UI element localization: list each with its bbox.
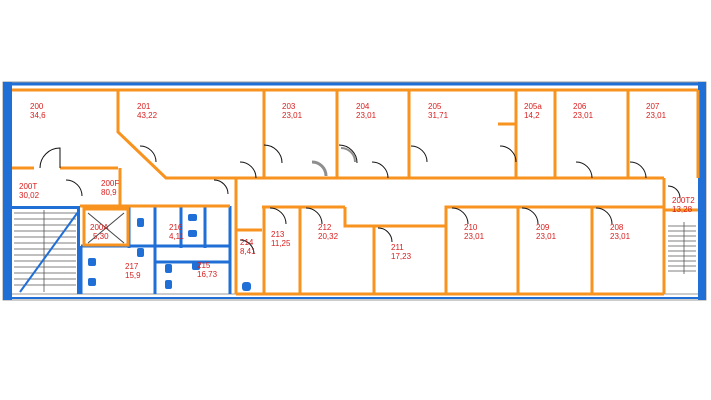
room-200T2-area: 13,28	[672, 205, 693, 214]
room-208-area: 23,01	[610, 232, 631, 241]
partition-walls	[12, 88, 700, 296]
stair-core-wall	[12, 206, 80, 209]
door-swing-grey	[311, 160, 328, 177]
room-204-number: 204	[356, 102, 370, 111]
room-217-number: 217	[125, 262, 139, 271]
room-215-area: 16,73	[197, 270, 218, 279]
door-swings	[39, 144, 681, 255]
wc-fixtures	[88, 214, 251, 291]
room-209-area: 23,01	[536, 232, 557, 241]
room-200T-area: 30,02	[19, 191, 40, 200]
room-201-area: 43,22	[137, 111, 158, 120]
room-214-number: 214	[240, 238, 254, 247]
room-200T2-number: 200T2	[672, 196, 695, 205]
room-217-area: 15,9	[125, 271, 141, 280]
lift-shaft	[82, 207, 130, 247]
stairs-left	[14, 210, 76, 292]
room-216-area: 4,11	[169, 232, 185, 241]
outer-wall-left	[3, 82, 12, 300]
door-swing-grey-2	[340, 147, 356, 163]
room-205-number: 205	[428, 102, 442, 111]
outer-wall-right	[698, 82, 706, 300]
room-200-area: 34,6	[30, 111, 46, 120]
room-214-area: 8,41	[240, 247, 256, 256]
room-205a-area: 14,2	[524, 111, 540, 120]
room-213-number: 213	[271, 230, 285, 239]
room-210-number: 210	[464, 223, 478, 232]
room-212-area: 20,32	[318, 232, 339, 241]
room-213-area: 11,25	[271, 239, 291, 248]
room-203-number: 203	[282, 102, 296, 111]
room-200A-area: 5,30	[93, 232, 109, 241]
room-209-number: 209	[536, 223, 550, 232]
room-215-number: 215	[197, 261, 211, 270]
stair-arrow	[19, 211, 79, 293]
room-205-area: 31,71	[428, 111, 449, 120]
room-201-number: 201	[137, 102, 151, 111]
room-207-number: 207	[646, 102, 660, 111]
room-211-area: 17,23	[391, 252, 412, 261]
room-200F-area: 80,9	[101, 188, 117, 197]
room-labels: 200 34,6 201 43,22 203 23,01 204 23,01 2…	[19, 102, 695, 280]
room-207-area: 23,01	[646, 111, 667, 120]
room-212-number: 212	[318, 223, 332, 232]
room-200-number: 200	[30, 102, 44, 111]
room-200A-number: 200A	[90, 223, 109, 232]
room-203-area: 23,01	[282, 111, 303, 120]
room-208-number: 208	[610, 223, 624, 232]
room-200T-number: 200T	[19, 182, 37, 191]
room-206-number: 206	[573, 102, 587, 111]
room-216-number: 216	[169, 223, 183, 232]
room-210-area: 23,01	[464, 232, 485, 241]
room-204-area: 23,01	[356, 111, 377, 120]
room-211-number: 211	[391, 243, 404, 252]
stair-core-wall-right	[77, 206, 80, 294]
stairs-right	[668, 222, 696, 274]
room-200F-number: 200F	[101, 179, 119, 188]
room-206-area: 23,01	[573, 111, 594, 120]
room-205a-number: 205a	[524, 102, 542, 111]
